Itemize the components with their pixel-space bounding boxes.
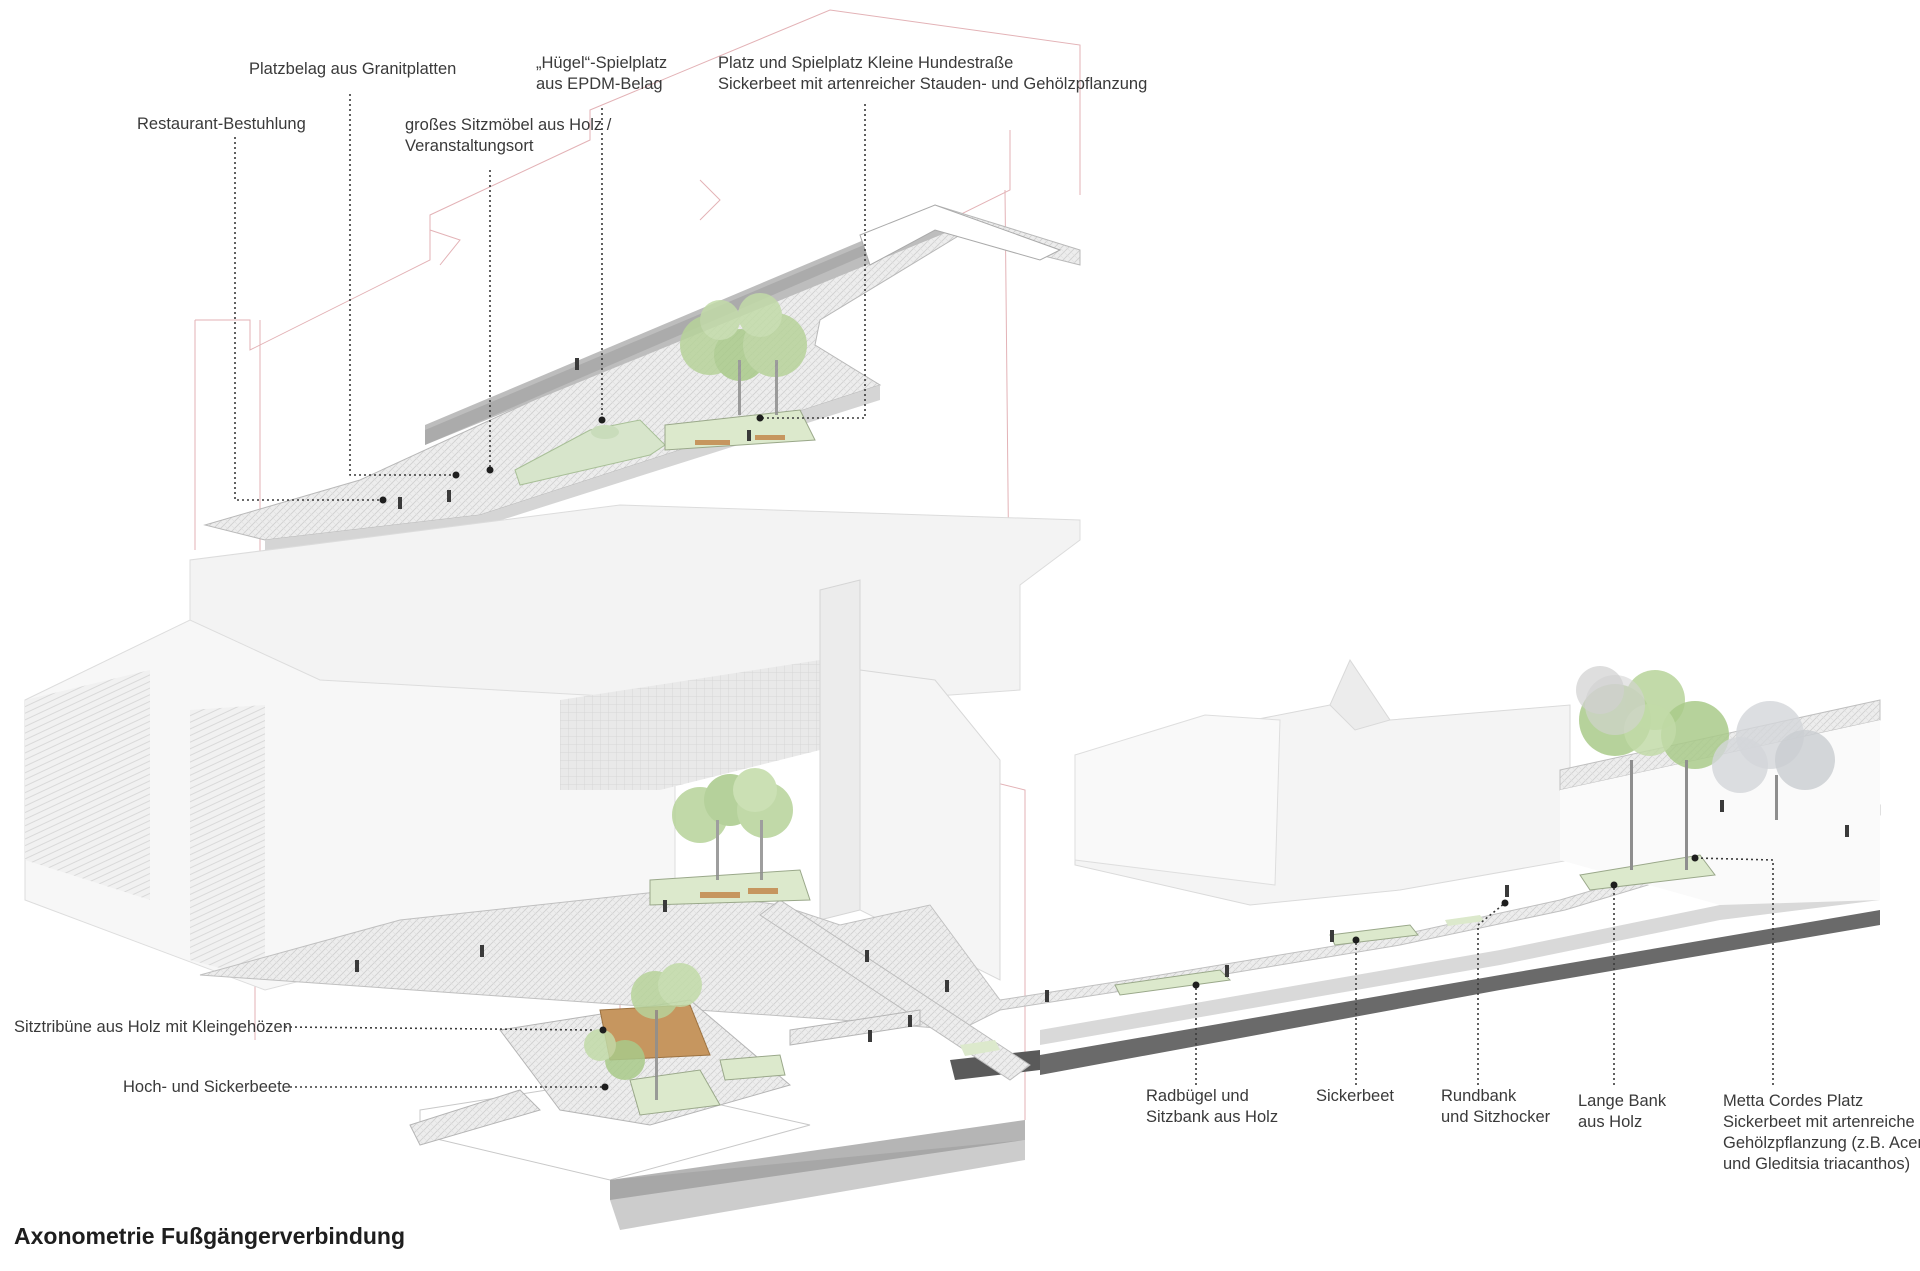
- label-radbuegel-line1: Radbügel und: [1146, 1087, 1249, 1105]
- label-sickerbeet: Sickerbeet: [1316, 1086, 1394, 1107]
- label-metta-line2: Sickerbeet mit artenreiche: [1723, 1113, 1915, 1131]
- label-restaurant: Restaurant-Bestuhlung: [137, 114, 306, 135]
- upper-trees: [680, 293, 807, 415]
- label-rundbank-line1: Rundbank: [1441, 1087, 1517, 1105]
- central-plaza-beds: [649, 854, 1716, 1056]
- label-sickerbeet-text: Sickerbeet: [1316, 1087, 1394, 1105]
- label-langebank-line1: Lange Bank: [1578, 1092, 1667, 1110]
- leader-dots: [379, 414, 1699, 1091]
- right-building: [1074, 658, 1571, 906]
- label-huegel-line1: „Hügel“-Spielplatz: [536, 54, 668, 72]
- label-hochbeete: Hoch- und Sickerbeete: [123, 1077, 291, 1098]
- right-trees: [1576, 666, 1835, 870]
- label-huegel: „Hügel“-Spielplatz aus EPDM-Belag: [536, 53, 667, 95]
- lower-trees: [584, 963, 702, 1100]
- label-langebank: Lange Bank aus Holz: [1578, 1091, 1666, 1133]
- label-platzbelag-text: Platzbelag aus Granitplatten: [249, 60, 457, 78]
- label-sitzmoebel-line2: Veranstaltungsort: [405, 137, 534, 155]
- diagram-title: Axonometrie Fußgängerverbindung: [14, 1223, 406, 1249]
- label-metta: Metta Cordes Platz Sickerbeet mit artenr…: [1723, 1091, 1920, 1175]
- label-platzbelag: Platzbelag aus Granitplatten: [249, 59, 456, 80]
- pedestrian-figures: [355, 358, 1849, 1042]
- label-rundbank: Rundbank und Sitzhocker: [1441, 1086, 1550, 1128]
- label-radbuegel: Radbügel und Sitzbank aus Holz: [1146, 1086, 1278, 1128]
- label-hundestrasse-line1: Platz und Spielplatz Kleine Hundestraße: [718, 54, 1014, 72]
- label-huegel-line2: aus EPDM-Belag: [536, 75, 663, 93]
- label-metta-line1: Metta Cordes Platz: [1723, 1092, 1864, 1110]
- label-langebank-line2: aus Holz: [1578, 1113, 1643, 1131]
- central-trees: [672, 768, 793, 880]
- lower-square: [409, 999, 1025, 1230]
- label-hundestrasse-line2: Sickerbeet mit artenreicher Stauden- und…: [718, 75, 1148, 93]
- label-metta-line3: Gehölzpflanzung (z.B. Acer: [1723, 1134, 1920, 1152]
- central-building: [24, 504, 1081, 991]
- label-radbuegel-line2: Sitzbank aus Holz: [1146, 1108, 1279, 1126]
- label-restaurant-text: Restaurant-Bestuhlung: [137, 115, 306, 133]
- label-hochbeete-text: Hoch- und Sickerbeete: [123, 1078, 291, 1096]
- leader-lines: [234, 94, 1774, 1088]
- label-sitztribuene-text: Sitztribüne aus Holz mit Kleingehözen: [14, 1018, 292, 1036]
- label-rundbank-line2: und Sitzhocker: [1441, 1108, 1551, 1126]
- label-hundestrasse: Platz und Spielplatz Kleine Hundestraße …: [718, 53, 1147, 95]
- label-metta-line4: und Gleditsia triacanthos): [1723, 1155, 1911, 1173]
- label-sitztribuene: Sitztribüne aus Holz mit Kleingehözen: [14, 1017, 292, 1038]
- label-sitzmoebel: großes Sitzmöbel aus Holz / Veranstaltun…: [405, 115, 611, 157]
- label-sitzmoebel-line1: großes Sitzmöbel aus Holz /: [405, 116, 612, 134]
